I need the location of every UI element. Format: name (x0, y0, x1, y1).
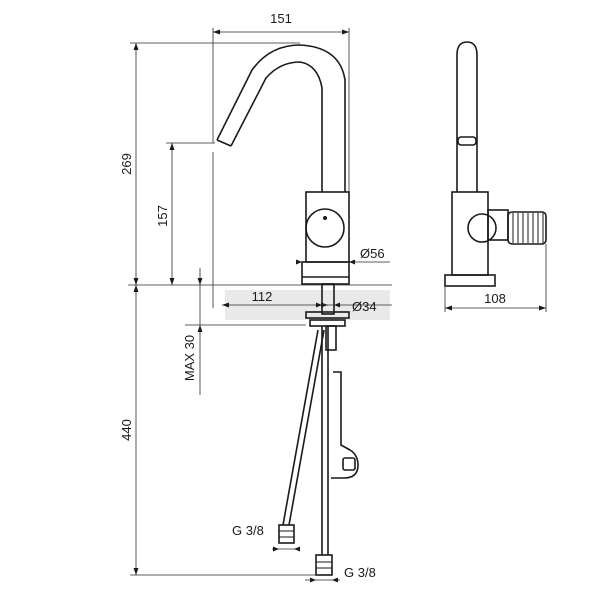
clip-lock (342, 457, 356, 471)
side-spout (456, 41, 478, 192)
dim-56-label: Ø56 (360, 246, 385, 261)
dim-440-label: 440 (119, 419, 134, 441)
hose-left-a (282, 329, 319, 526)
lever-knob (305, 208, 345, 248)
dim-157-label: 157 (155, 205, 170, 227)
fitting-right (315, 554, 333, 576)
dim-108-label: 108 (484, 291, 506, 306)
spout-inner (230, 61, 323, 192)
cartridge-clip (331, 371, 359, 479)
spout-tip (216, 139, 232, 147)
side-aerator (457, 136, 477, 146)
dim-34-label: Ø34 (352, 299, 377, 314)
shank (321, 283, 335, 315)
side-lever (507, 211, 547, 245)
dim-151-label: 151 (270, 11, 292, 26)
nut (309, 319, 346, 327)
dimension-lines (128, 28, 547, 583)
side-view-faucet (444, 41, 547, 287)
knob-indicator (323, 216, 327, 220)
lever-grip-lines (512, 213, 544, 243)
dim-g38-right-label: G 3/8 (344, 565, 376, 580)
faucet-base (301, 261, 350, 285)
faucet-body (305, 191, 350, 263)
side-base (444, 274, 496, 287)
dim-g38-left-label: G 3/8 (232, 523, 264, 538)
dim-max30-label: MAX 30 (182, 335, 197, 381)
spout-outer (216, 44, 346, 192)
washer (305, 311, 350, 319)
dim-112-label: 112 (252, 289, 273, 304)
side-lever-hub (487, 209, 509, 241)
fitting-left (278, 524, 295, 544)
threaded-rod (325, 325, 337, 351)
side-knob-ring (467, 213, 497, 243)
dim-269-label: 269 (119, 153, 134, 175)
hose-left-b (288, 329, 325, 526)
